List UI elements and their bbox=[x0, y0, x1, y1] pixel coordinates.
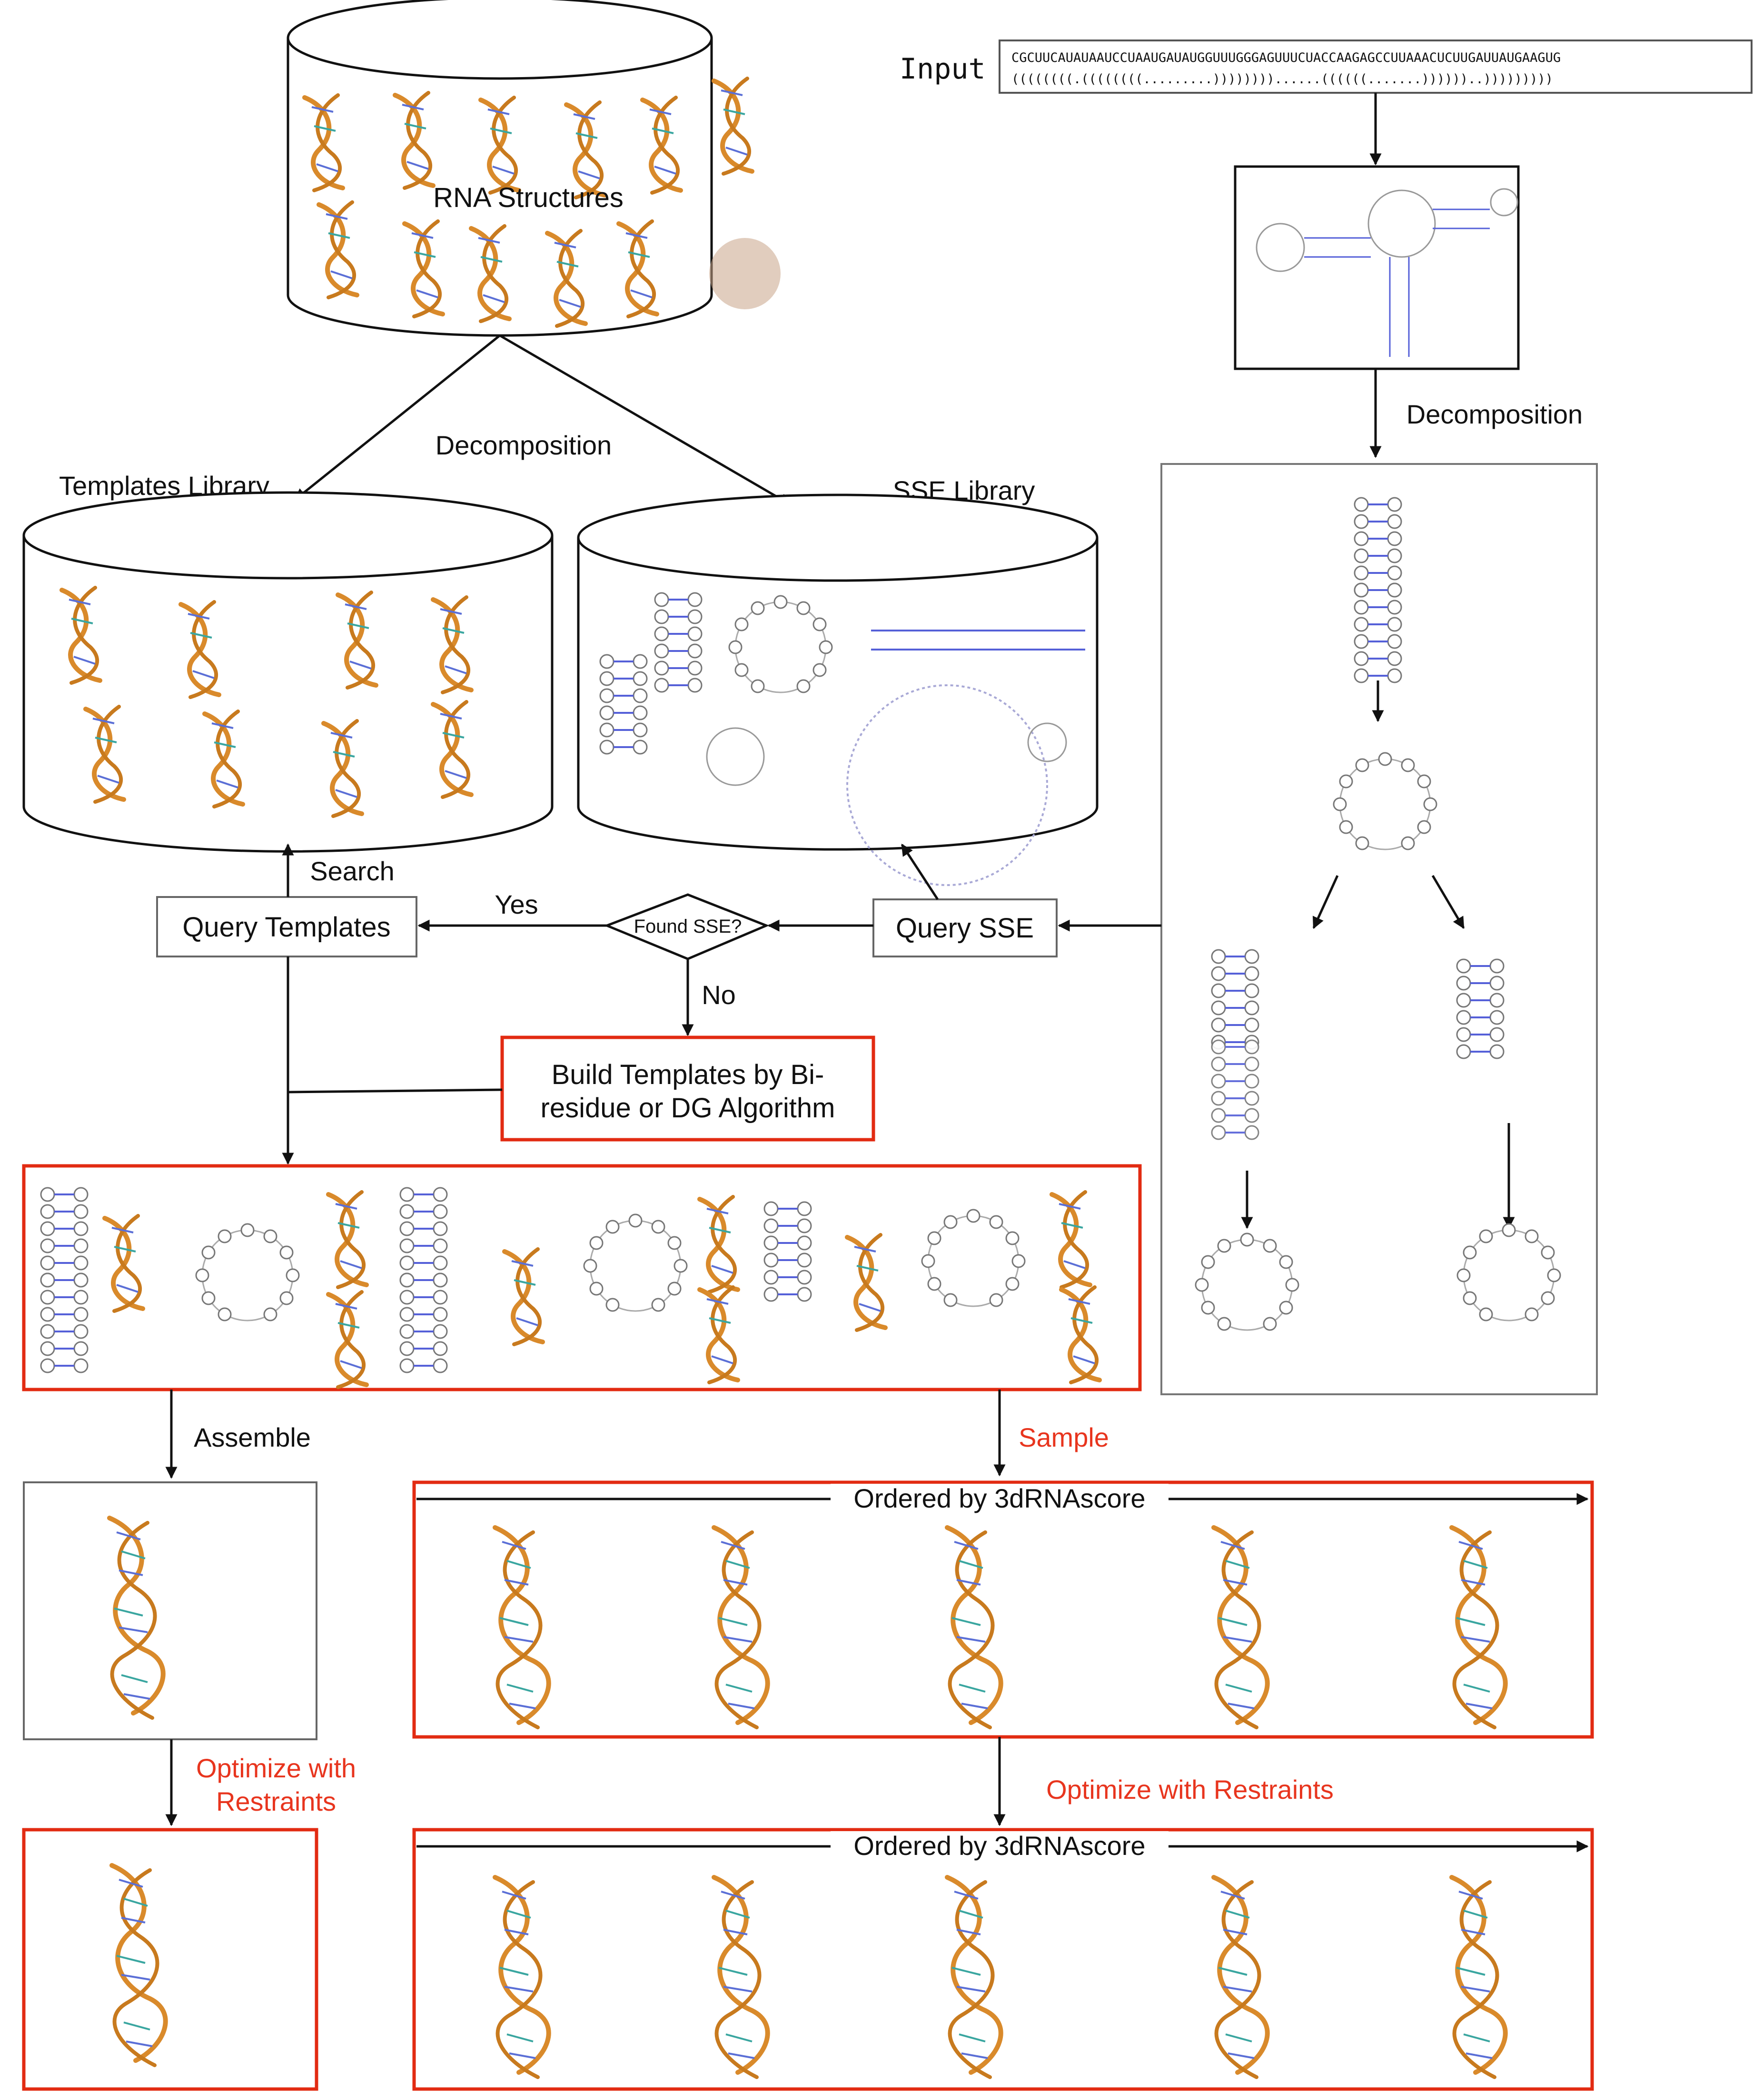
arrow-db-to-sse bbox=[499, 334, 792, 506]
optimize-left-line1: Optimize with bbox=[196, 1753, 356, 1783]
ribosome-cluster bbox=[709, 238, 781, 309]
input-sequence: CGCUUCAUAUAAUCCUAAUGAUAUGGUUUGGGAGUUUCUA… bbox=[1011, 50, 1561, 65]
rna-structures-label: RNA Structures bbox=[433, 182, 624, 213]
input-box: CGCUUCAUAUAAUCCUAAUGAUAUGGUUUGGGAGUUUCUA… bbox=[999, 39, 1753, 94]
optimized-models-box: Ordered by 3dRNAscore bbox=[412, 1828, 1594, 2091]
decomposition-left-label: Decomposition bbox=[436, 430, 612, 460]
found-sse-label: Found SSE? bbox=[634, 916, 742, 937]
query-templates-label: Query Templates bbox=[182, 912, 390, 943]
input-dotbracket: ((((((((.((((((((.........))))))))......… bbox=[1011, 72, 1553, 87]
no-label: No bbox=[702, 980, 736, 1010]
build-templates-box: Build Templates by Bi- residue or DG Alg… bbox=[500, 1035, 875, 1142]
optimized-model-box bbox=[22, 1828, 318, 2091]
search-label: Search bbox=[310, 856, 394, 886]
sse-library-cylinder bbox=[577, 493, 1099, 886]
assembled-model-box bbox=[23, 1481, 317, 1740]
template-fragments-box bbox=[22, 1164, 1142, 1391]
rna-structures-database: RNA Structures bbox=[287, 0, 781, 337]
found-sse-decision: Found SSE? bbox=[604, 893, 770, 960]
build-templates-line2: residue or DG Algorithm bbox=[541, 1093, 835, 1124]
ordered-top-label: Ordered by 3dRNAscore bbox=[853, 1483, 1145, 1513]
query-templates-box: Query Templates bbox=[156, 896, 417, 957]
secondary-structure-box bbox=[1234, 165, 1520, 370]
optimize-right-label: Optimize with Restraints bbox=[1046, 1775, 1334, 1804]
arrow-query-sse-to-sse-library bbox=[901, 843, 939, 900]
ordered-bottom-label: Ordered by 3dRNAscore bbox=[853, 1831, 1145, 1861]
rna-structure-thumbnails bbox=[305, 79, 781, 326]
optimize-left-line2: Restraints bbox=[216, 1786, 336, 1816]
line-build-to-results bbox=[287, 1088, 503, 1094]
sampled-models-box: Ordered by 3dRNAscore bbox=[412, 1480, 1594, 1739]
decomposition-right-label: Decomposition bbox=[1406, 399, 1583, 429]
decomposition-panel bbox=[1160, 463, 1598, 1395]
input-label: Input bbox=[900, 52, 986, 86]
sample-label: Sample bbox=[1019, 1422, 1109, 1452]
assemble-label: Assemble bbox=[194, 1422, 311, 1452]
query-sse-box: Query SSE bbox=[872, 898, 1058, 957]
build-templates-line1: Build Templates by Bi- bbox=[552, 1059, 824, 1090]
query-sse-label: Query SSE bbox=[896, 913, 1034, 944]
arrow-db-to-templates bbox=[294, 335, 501, 501]
long-stem-sse bbox=[871, 630, 1085, 651]
yes-label: Yes bbox=[495, 889, 538, 919]
templates-library-cylinder bbox=[22, 491, 554, 853]
